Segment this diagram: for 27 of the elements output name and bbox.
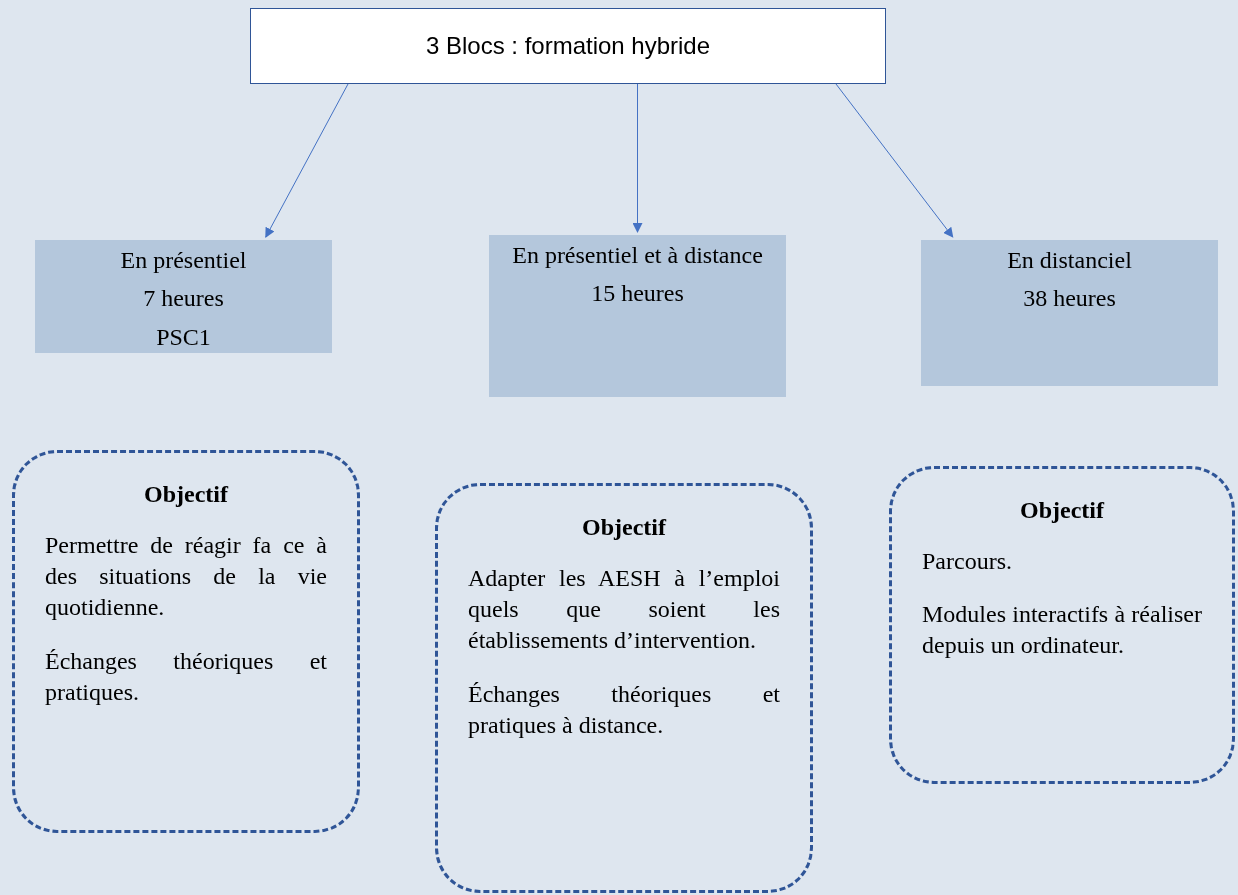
- objective-text: Échanges théoriques et pratiques.: [45, 646, 327, 707]
- block-box: [921, 240, 1218, 386]
- objective-text: Permettre de réagir fa ce à des situations de la vie quotidienne.: [45, 531, 327, 623]
- block-text: 7 heures: [143, 284, 224, 314]
- block-box: [35, 240, 332, 353]
- objective-box: [435, 483, 813, 893]
- title-text: 3 Blocs : formation hybride: [425, 32, 711, 60]
- objective-heading: Objectif: [1019, 497, 1106, 524]
- mode-label: En distanciel: [1007, 246, 1132, 275]
- block-text: PSC1: [156, 322, 211, 352]
- arrow: [632, 83, 643, 233]
- objective-text: Modules interactifs à réaliser depuis un ordinateur.: [922, 600, 1202, 661]
- objective-box: [12, 450, 360, 833]
- arrow: [265, 83, 349, 238]
- block-box: [489, 235, 786, 397]
- title-box: [250, 8, 886, 84]
- mode-label: En présentiel et à distance: [512, 241, 763, 270]
- mode-label: En présentiel: [120, 246, 247, 275]
- arrow: [835, 83, 954, 238]
- block-text: 15 heures: [591, 279, 684, 309]
- objective-text: Adapter les AESH à l’emploi quels que soient les établissements d’intervention.: [468, 564, 780, 656]
- objective-box: [889, 466, 1235, 784]
- block-text: 38 heures: [1023, 284, 1116, 314]
- objective-heading: Objectif: [581, 514, 668, 541]
- objective-text: Échanges théoriques et pratiques à distance.: [468, 679, 780, 740]
- objective-text: Parcours.: [922, 547, 1013, 576]
- objective-heading: Objectif: [143, 481, 230, 508]
